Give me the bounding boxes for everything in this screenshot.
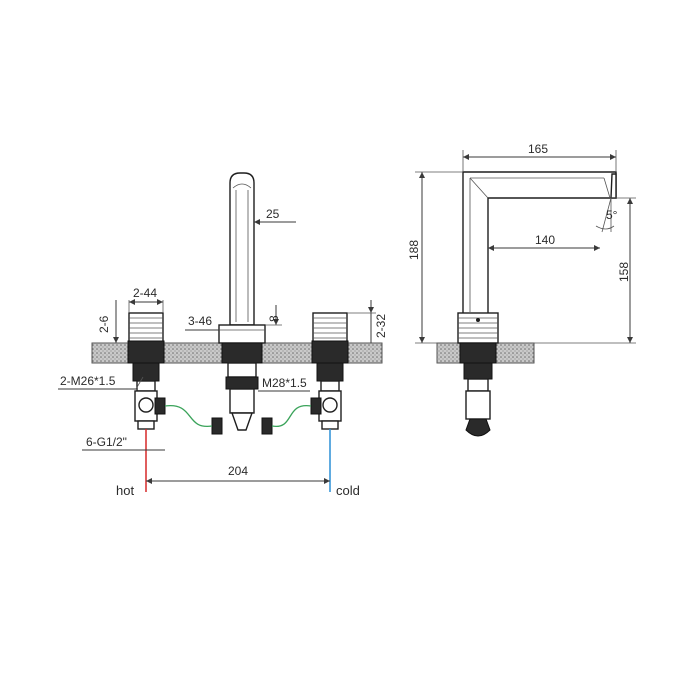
dim-base-height: 8 — [267, 315, 281, 322]
dim-base-diameter: 3-46 — [188, 314, 212, 328]
spout — [229, 172, 255, 326]
spout-base — [218, 324, 266, 344]
hot-label: hot — [116, 483, 134, 498]
dim-inner-reach: 140 — [535, 233, 555, 247]
hot-handle — [128, 312, 164, 344]
cold-valve-body — [310, 340, 349, 430]
dim-inlet-thread: 6-G1/2" — [86, 435, 127, 449]
dim-angle: 5° — [606, 208, 618, 222]
dim-handle-height: 2-32 — [374, 314, 388, 338]
dim-center-spacing: 204 — [228, 464, 248, 478]
hot-valve-body — [127, 340, 166, 430]
dim-handle-thread: 2-M26*1.5 — [60, 374, 116, 388]
hot-hose — [164, 405, 213, 427]
dim-handle-offset: 2-6 — [97, 315, 111, 333]
cold-handle — [312, 312, 348, 344]
dim-outlet-height: 158 — [617, 262, 631, 282]
side-mixer-body — [459, 342, 497, 437]
cold-hose — [271, 405, 312, 427]
front-view: 25 2-44 2-6 3-46 8 2-32 2-M26*1.5 M28*1. — [58, 172, 388, 498]
cold-label: cold — [336, 483, 360, 498]
spout-mixer-body — [211, 342, 273, 435]
dim-height: 188 — [407, 240, 421, 260]
dim-reach: 165 — [528, 142, 548, 156]
dim-spout-width: 25 — [266, 207, 280, 221]
dim-spout-thread: M28*1.5 — [262, 376, 307, 390]
dim-handle-diameter: 2-44 — [133, 286, 157, 300]
side-view: 165 188 140 158 5° — [407, 142, 636, 437]
